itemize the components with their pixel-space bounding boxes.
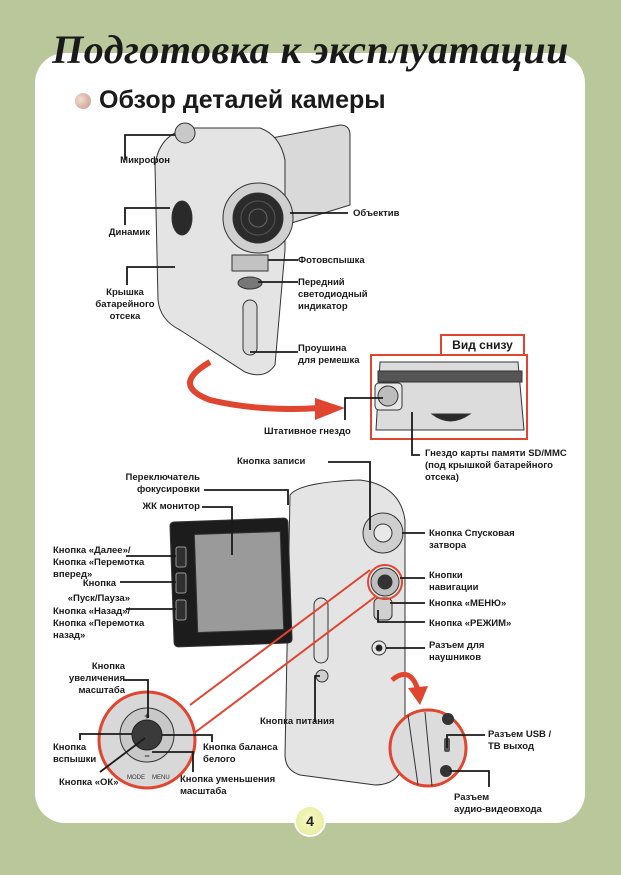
- section-header: Обзор деталей камеры: [75, 86, 386, 115]
- label-line: белого: [203, 754, 236, 765]
- flash-window: [231, 254, 269, 272]
- label-line: ТВ выход: [488, 741, 535, 752]
- front-led-icon: [237, 276, 263, 290]
- front-camera-drawing: [154, 122, 351, 376]
- label-line: Передний: [298, 277, 345, 288]
- bottom-view-drawing: [374, 361, 525, 431]
- label-line: отсека): [425, 472, 459, 483]
- mode-label: MODE: [127, 775, 145, 781]
- nav-button: [377, 574, 393, 590]
- label-line: светодиодный: [298, 289, 368, 300]
- label-next-button: Кнопка «Далее»/ Кнопка «Перемотка вперед…: [53, 545, 144, 581]
- label-strap-loop: Проушина для ремешка: [298, 343, 359, 367]
- label-line: Кнопка: [82, 578, 116, 589]
- microphone-grill: [174, 122, 196, 144]
- minus-icon: −: [144, 751, 149, 761]
- label-line: Кнопка «Перемотка: [53, 557, 145, 568]
- label-line: для ремешка: [298, 355, 360, 366]
- label-microphone: Микрофон: [120, 155, 170, 166]
- label-zoom-in: Кнопка увеличения масштаба: [40, 661, 125, 697]
- bullet-icon: [75, 92, 91, 109]
- label-line: масштаба: [78, 685, 125, 696]
- label-line: назад»: [53, 630, 86, 641]
- label-flash-button: Кнопка вспышки: [53, 742, 96, 766]
- label-line: вспышки: [53, 754, 97, 765]
- label-line: Кнопка «Назад»/: [53, 606, 131, 617]
- label-line: индикатор: [298, 301, 348, 312]
- label-line: Проушина: [298, 343, 347, 354]
- label-line: Крышка: [106, 287, 144, 298]
- label-mode-button: Кнопка «РЕЖИМ»: [429, 618, 512, 629]
- side-detail-drawing: [388, 708, 468, 788]
- label-line: Кнопка «Далее»/: [53, 545, 131, 556]
- label-speaker: Динамик: [108, 227, 150, 238]
- label-battery-cover: Крышка батарейного отсека: [75, 287, 175, 323]
- label-line: наушников: [429, 652, 482, 663]
- label-play-pause: Кнопка «Пуск/Пауза»: [40, 578, 130, 605]
- label-shutter: Кнопка Спусковая затвора: [429, 528, 515, 552]
- label-line: Кнопка «Перемотка: [53, 618, 145, 629]
- label-line: Кнопка Спусковая: [429, 528, 515, 539]
- section-title: Обзор деталей камеры: [99, 86, 386, 114]
- label-line: аудио-видеовхода: [454, 804, 542, 815]
- label-line: увеличения: [68, 673, 125, 684]
- av-in-port: [440, 765, 452, 777]
- lens-icon: [232, 192, 284, 244]
- label-line: вперед»: [53, 569, 93, 580]
- label-line: навигации: [429, 582, 479, 593]
- label-flash: Фотовспышка: [298, 255, 365, 266]
- label-line: Кнопка баланса: [203, 742, 278, 753]
- label-headphone-jack: Разъем для наушников: [429, 640, 484, 664]
- label-line: «Пуск/Пауза»: [67, 593, 130, 604]
- arrow-to-side-detail: [390, 671, 421, 691]
- strap-loop: [242, 299, 258, 356]
- label-lcd: ЖК монитор: [142, 501, 200, 512]
- label-record-button: Кнопка записи: [237, 456, 306, 467]
- label-line: Разъем для: [429, 640, 485, 651]
- label-line: Кнопка: [53, 742, 87, 753]
- label-line: фокусировки: [137, 484, 200, 495]
- nav-detail-drawing: + − MODE MENU: [97, 690, 197, 790]
- label-line: Разъем USB /: [488, 729, 552, 740]
- label-lens: Объектив: [353, 208, 400, 219]
- label-line: (под крышкой батарейного: [425, 460, 553, 471]
- label-av-in: Разъем аудио-видеовхода: [454, 792, 542, 816]
- label-line: отсека: [109, 311, 141, 322]
- label-front-led: Передний светодиодный индикатор: [298, 277, 368, 313]
- speaker-slot: [171, 200, 193, 236]
- label-focus-switch: Переключатель фокусировки: [100, 472, 200, 496]
- label-line: Кнопка: [91, 661, 125, 672]
- label-prev-button: Кнопка «Назад»/ Кнопка «Перемотка назад»: [53, 606, 144, 642]
- label-line: Гнездо карты памяти SD/MMC: [425, 448, 567, 459]
- nav-highlight-ring: [367, 564, 403, 600]
- label-line: Кнопки: [429, 570, 463, 581]
- label-line: Кнопка уменьшения: [180, 774, 276, 785]
- page-number: 4: [296, 807, 324, 835]
- label-line: затвора: [429, 540, 467, 551]
- arrow-to-bottom-view: [187, 359, 321, 412]
- arrow-head: [315, 398, 345, 420]
- label-usb-tv: Разъем USB / ТВ выход: [488, 729, 551, 753]
- label-menu-button: Кнопка «МЕНЮ»: [429, 598, 507, 609]
- label-nav-buttons: Кнопки навигации: [429, 570, 478, 594]
- shutter-button: [373, 523, 393, 543]
- label-line: масштаба: [180, 786, 227, 797]
- lcd-screen: [193, 531, 285, 633]
- label-power-button: Кнопка питания: [260, 716, 335, 727]
- label-line: Разъем: [454, 792, 490, 803]
- headphone-jack: [375, 644, 383, 652]
- label-line: батарейного: [95, 299, 155, 310]
- plus-icon: +: [144, 711, 149, 721]
- menu-label: MENU: [152, 775, 170, 781]
- bottom-view-title: Вид снизу: [440, 334, 525, 356]
- label-tripod: Штативное гнездо: [264, 426, 351, 437]
- menu-mode-buttons: [373, 597, 393, 621]
- label-ok-button: Кнопка «ОК»: [59, 777, 119, 788]
- label-zoom-out: Кнопка уменьшения масштаба: [180, 774, 275, 798]
- label-sd-slot: Гнездо карты памяти SD/MMC (под крышкой …: [425, 448, 567, 484]
- label-white-balance: Кнопка баланса белого: [203, 742, 278, 766]
- page-title: Подготовка к эксплуатации: [52, 27, 569, 72]
- label-line: Переключатель: [125, 472, 200, 483]
